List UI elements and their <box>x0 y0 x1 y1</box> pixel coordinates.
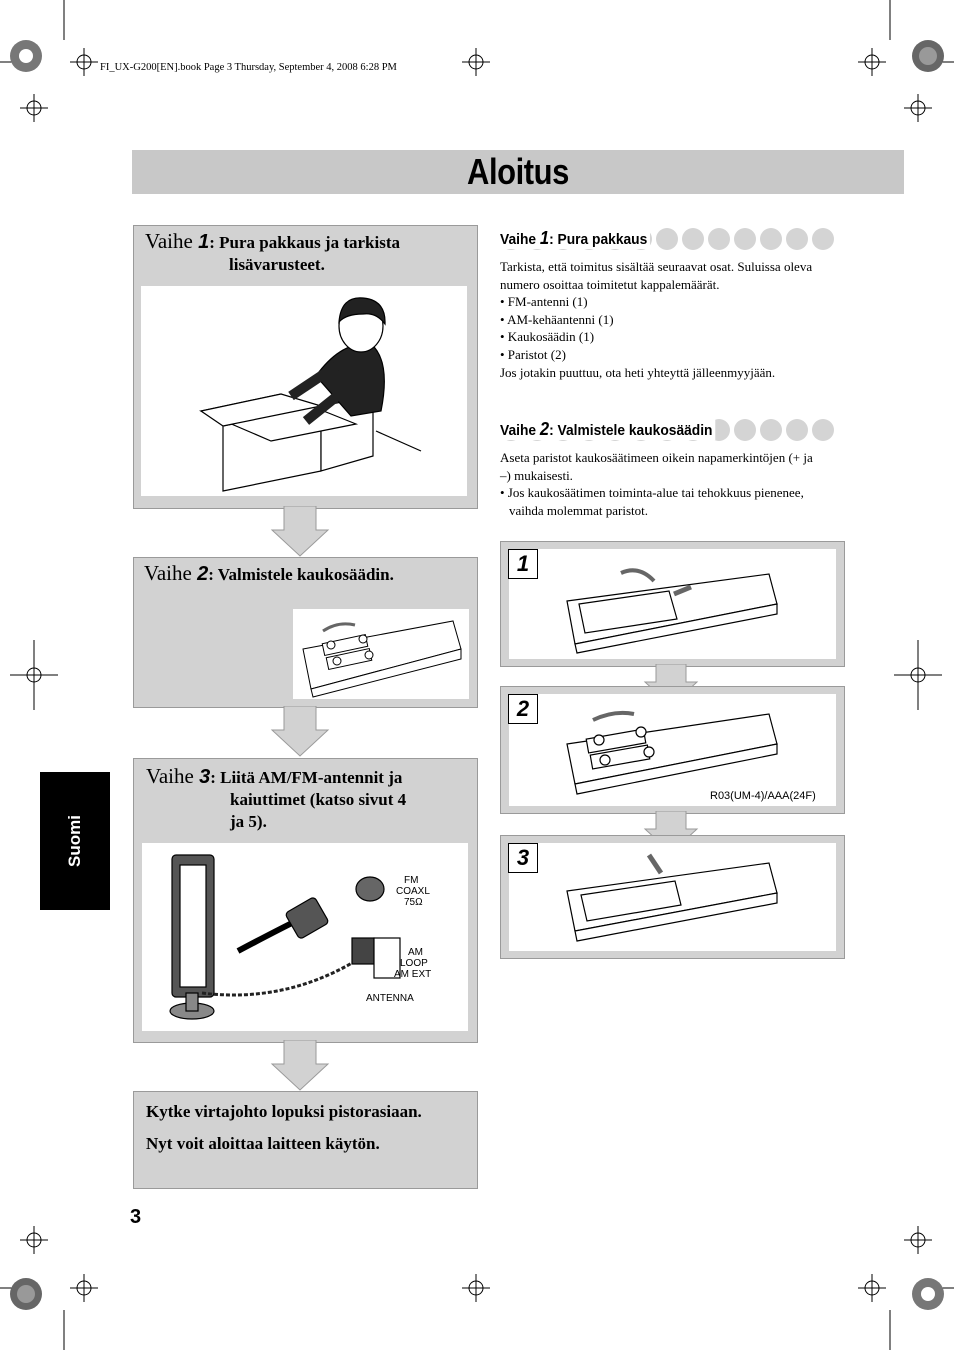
flow-arrow-2 <box>270 706 330 757</box>
page-title: Aloitus <box>467 151 569 192</box>
remote-step2-box: 2 R03(UM-4)/AAA(24F) <box>500 686 845 814</box>
remote-insert-battery-icon: R03(UM-4)/AAA(24F) <box>566 710 816 802</box>
antenna-label: ANTENNA <box>366 993 414 1004</box>
step1-box: Vaihe 1: Pura pakkaus ja tarkista lisäva… <box>133 225 478 509</box>
fm-ohm-label: 75Ω <box>404 897 423 908</box>
remote-close-cover-icon <box>566 853 778 942</box>
step-number-1: 1 <box>508 549 538 579</box>
final-line-2: Nyt voit aloittaa laitteen käytön. <box>146 1134 380 1153</box>
language-tab: Suomi <box>40 772 110 910</box>
section2-body: Aseta paristot kaukosäätimeen oikein nap… <box>500 450 813 518</box>
person-box-icon <box>199 297 422 492</box>
remote-control-icon <box>302 620 462 698</box>
section1-heading: Vaihe 1: Pura pakkaus <box>500 226 845 250</box>
am-loop-label: LOOP <box>400 958 428 969</box>
flow-arrow-3 <box>270 1040 330 1091</box>
page-number: 3 <box>130 1206 142 1228</box>
step1-title: Vaihe 1: Pura pakkaus ja tarkista lisäva… <box>145 229 401 274</box>
step3-box: Vaihe 3: Liitä AM/FM-antennit ja kaiutti… <box>133 758 478 1043</box>
list-item: • Kaukosäädin (1) <box>500 329 595 345</box>
list-item: • FM-antenni (1) <box>500 294 588 310</box>
final-step-box: Kytke virtajohto lopuksi pistorasiaan. N… <box>133 1091 478 1189</box>
language-tab-label: Suomi <box>65 815 84 867</box>
remote-step1-box: 1 <box>500 541 845 667</box>
accessory-list: • FM-antenni (1) • AM-kehäantenni (1) • … <box>500 293 845 363</box>
file-info-line: FI_UX-G200[EN].book Page 3 Thursday, Sep… <box>100 62 397 73</box>
am-label: AM <box>408 947 423 958</box>
remote-battery-illustration <box>293 609 469 699</box>
list-item: • AM-kehäantenni (1) <box>500 311 614 327</box>
flow-arrow-1 <box>270 506 330 557</box>
am-ext-label: AM EXT <box>394 969 431 980</box>
remote-open-cover-icon <box>566 568 778 654</box>
step2-title: Vaihe 2: Valmistele kaukosäädin. <box>144 561 394 585</box>
title-bar: Aloitus <box>132 150 904 194</box>
fm-label: FM <box>404 875 418 886</box>
step-number-3: 3 <box>508 843 538 873</box>
list-item: • Paristot (2) <box>500 346 566 362</box>
step2-box: Vaihe 2: Valmistele kaukosäädin. <box>133 557 478 708</box>
battery-type-label: R03(UM-4)/AAA(24F) <box>710 790 816 802</box>
section2-heading: Vaihe 2: Valmistele kaukosäädin <box>500 417 845 441</box>
step-number-2: 2 <box>508 694 538 724</box>
remote-step3-box: 3 <box>500 835 845 959</box>
antenna-connection-icon: FM COAXL 75Ω AM LOOP AM EXT ANTENNA <box>169 854 431 1020</box>
antenna-illustration: FM COAXL 75Ω AM LOOP AM EXT ANTENNA <box>142 843 468 1031</box>
fm-coaxl-label: COAXL <box>396 886 430 897</box>
unpacking-illustration <box>141 286 467 496</box>
step3-title: Vaihe 3: Liitä AM/FM-antennit ja kaiutti… <box>146 764 407 831</box>
final-line-1: Kytke virtajohto lopuksi pistorasiaan. <box>146 1102 422 1121</box>
section1-body: Tarkista, että toimitus sisältää seuraav… <box>500 258 845 381</box>
